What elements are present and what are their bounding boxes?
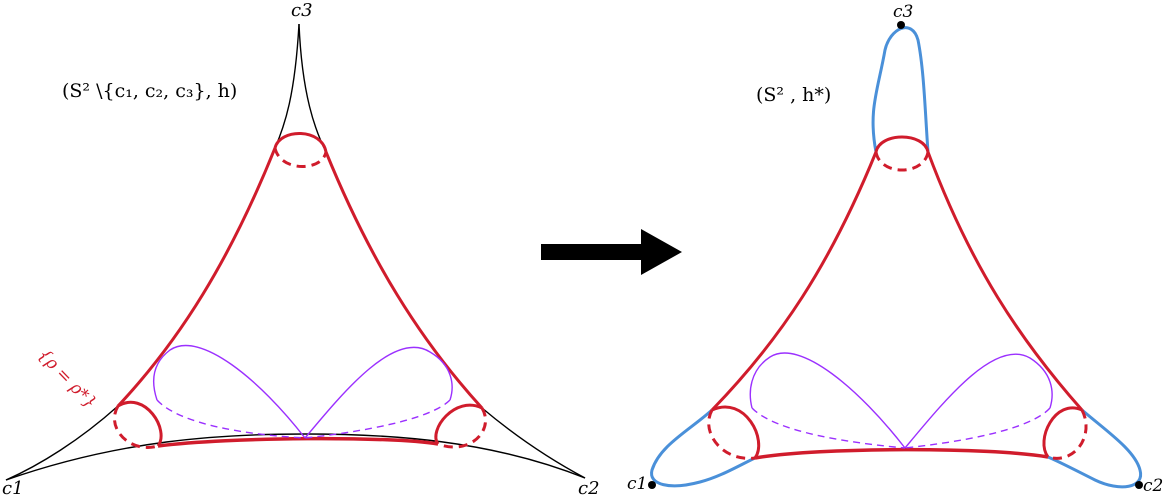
left-label-c3: c3 [291, 0, 313, 21]
right-red-circle-left-back [707, 409, 756, 460]
left-label-c1: c1 [2, 478, 24, 499]
left-red-edge-bottom [157, 436, 439, 448]
left-purple-loop-left-back [156, 399, 306, 439]
left-red-edge-right [324, 151, 484, 410]
right-blue-cap-top [871, 26, 930, 153]
left-label-c2: c2 [578, 478, 600, 499]
right-point-c2 [1135, 481, 1143, 489]
left-purple-loop-right [304, 346, 453, 439]
left-purple-loop-left [152, 344, 306, 439]
right-point-c1 [648, 481, 656, 489]
right-label-c3: c3 [893, 2, 914, 22]
left-panel-title: (S² \{c₁, c₂, c₃}, h) [62, 80, 238, 102]
right-label-c2: c2 [1143, 476, 1164, 496]
right-surface [648, 21, 1143, 489]
right-red-circle-right-back [1047, 409, 1088, 460]
right-red-circle-right-front [1042, 406, 1083, 458]
right-red-circle-top-back [874, 151, 930, 172]
right-blue-cap-right [1047, 408, 1143, 489]
right-red-edge-right [926, 151, 1084, 411]
right-red-circle-top-front [874, 135, 930, 153]
left-red-edge-left [116, 147, 277, 408]
left-cusp-top-left [274, 23, 300, 149]
right-label-c1: c1 [627, 474, 648, 494]
left-cusp-bottom-right [481, 407, 586, 479]
left-red-circle-right-front [434, 403, 483, 445]
left-cusp-bottom-edge [5, 433, 586, 481]
right-purple-loop-left [749, 352, 906, 449]
left-red-circle-top-back [273, 147, 328, 168]
left-cusp-bottom-left [5, 405, 119, 481]
left-purple-loop-right-back [304, 399, 451, 439]
right-red-edge-bottom [754, 447, 1049, 460]
left-red-circle-right-back [437, 407, 487, 449]
left-red-circle-left-front [117, 400, 163, 447]
right-purple-loop-left-back [751, 407, 906, 449]
right-panel-title: (S² , h*) [756, 84, 832, 106]
right-purple-loop-right [904, 353, 1053, 449]
right-point-c3 [897, 21, 905, 29]
right-blue-cap-left [650, 408, 756, 488]
transition-arrow [541, 229, 682, 275]
left-red-circle-top-front [273, 132, 328, 153]
left-surface [5, 23, 586, 481]
right-purple-loop-right-back [904, 407, 1051, 449]
right-red-edge-left [710, 151, 878, 412]
left-red-circle-left-back [112, 405, 159, 449]
right-red-circle-left-front [711, 405, 761, 459]
